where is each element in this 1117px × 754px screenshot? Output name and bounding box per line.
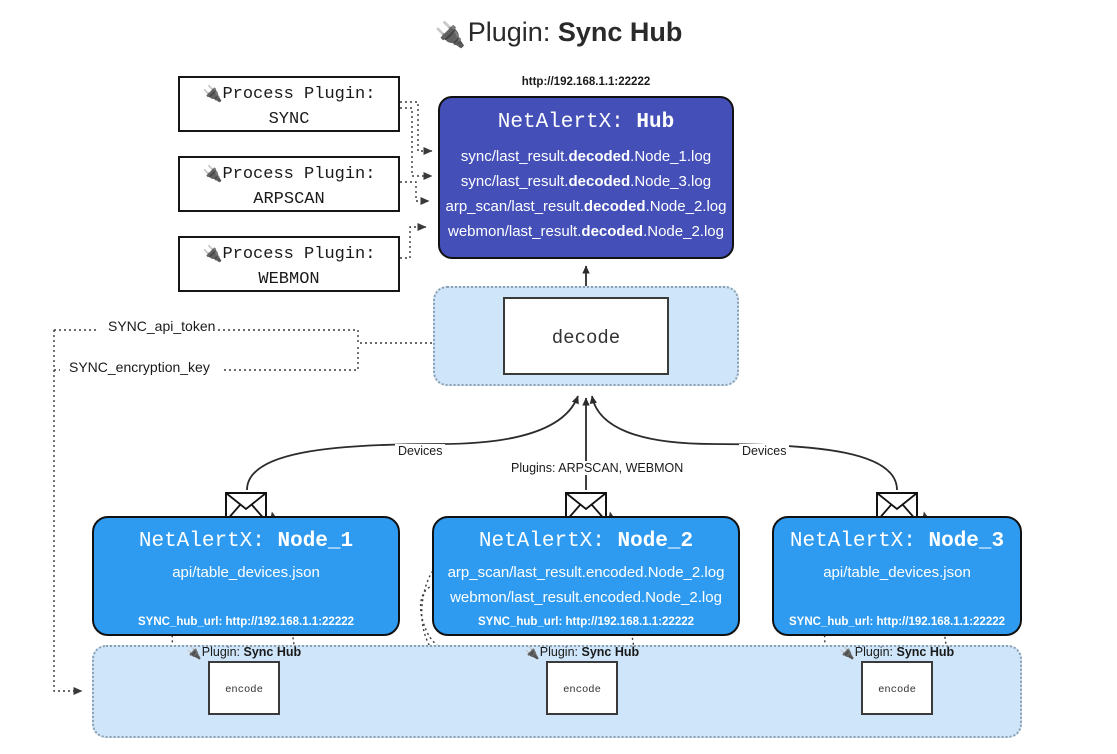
hub-log-list: sync/last_result.decoded.Node_1.log sync… — [440, 144, 732, 244]
encode-plugin-label: 🔌Plugin: Sync Hub — [524, 645, 640, 660]
node-box-node-3[interactable]: NetAlertX: Node_3 api/table_devices.json… — [772, 516, 1022, 636]
process-plugin-box-webmon[interactable]: 🔌Process Plugin: WEBMON — [178, 236, 400, 292]
process-plugin-box-arpscan[interactable]: 🔌Process Plugin: ARPSCAN — [178, 156, 400, 212]
process-plugin-line1: 🔌Process Plugin: — [202, 164, 376, 184]
encode-box[interactable]: encode — [208, 661, 280, 715]
plug-icon: 🔌 — [524, 646, 540, 660]
hub-url-label: http://192.168.1.1:22222 — [521, 76, 651, 88]
encode-plugin-label: 🔌Plugin: Sync Hub — [186, 645, 302, 660]
process-plugin-line1: 🔌Process Plugin: — [202, 244, 376, 264]
node-title: NetAlertX: Node_3 — [789, 530, 1005, 553]
label-sync-encryption-key: SYNC_encryption_key — [66, 359, 213, 375]
label-plugins-middle: Plugins: ARPSCAN, WEBMON — [508, 461, 687, 475]
plug-icon: 🔌 — [434, 21, 466, 49]
plug-icon: 🔌 — [202, 84, 223, 103]
node-title: NetAlertX: Node_2 — [478, 530, 694, 553]
node-log-list: arp_scan/last_result.encoded.Node_2.log … — [434, 560, 738, 610]
plug-icon: 🔌 — [202, 244, 223, 263]
page-title-name: Sync Hub — [557, 17, 683, 47]
process-plugin-line2: WEBMON — [258, 270, 320, 289]
process-plugin-line1: 🔌Process Plugin: — [202, 84, 376, 104]
process-plugin-line2: ARPSCAN — [253, 190, 325, 209]
encode-plugin-label: 🔌Plugin: Sync Hub — [839, 645, 955, 660]
node-log-line: webmon/last_result.encoded.Node_2.log — [450, 589, 722, 606]
node-title: NetAlertX: Node_1 — [138, 530, 354, 553]
node-hub-url: SYNC_hub_url: http://192.168.1.1:22222 — [477, 616, 695, 628]
node-hub-url: SYNC_hub_url: http://192.168.1.1:22222 — [137, 616, 355, 628]
process-plugin-line2: SYNC — [268, 110, 310, 129]
encode-box[interactable]: encode — [861, 661, 933, 715]
node-box-node-1[interactable]: NetAlertX: Node_1 api/table_devices.json… — [92, 516, 400, 636]
label-devices-right: Devices — [739, 444, 790, 458]
hub-log-line: webmon/last_result.decoded.Node_2.log — [448, 223, 724, 240]
hub-log-line: sync/last_result.decoded.Node_3.log — [460, 173, 712, 190]
plug-icon: 🔌 — [839, 646, 855, 660]
node-log-line: api/table_devices.json — [172, 564, 320, 581]
label-devices-left: Devices — [395, 444, 446, 458]
hub-log-line: sync/last_result.decoded.Node_1.log — [460, 148, 712, 165]
page-title-prefix: Plugin: — [467, 17, 551, 47]
node-hub-url: SYNC_hub_url: http://192.168.1.1:22222 — [788, 616, 1006, 628]
node-log-line: arp_scan/last_result.encoded.Node_2.log — [447, 564, 725, 581]
label-sync-api-token: SYNC_api_token — [105, 318, 219, 334]
hub-log-line: arp_scan/last_result.decoded.Node_2.log — [445, 198, 727, 215]
node-box-node-2[interactable]: NetAlertX: Node_2 arp_scan/last_result.e… — [432, 516, 740, 636]
node-log-list: api/table_devices.json — [94, 560, 398, 585]
plug-icon: 🔌 — [186, 646, 202, 660]
page-title: 🔌Plugin: Sync Hub — [0, 17, 1117, 50]
node-log-list: api/table_devices.json — [774, 560, 1020, 585]
hub-title: NetAlertX: Hub — [497, 111, 675, 134]
process-plugin-box-sync[interactable]: 🔌Process Plugin: SYNC — [178, 76, 400, 132]
decode-box[interactable]: decode — [503, 297, 669, 375]
encode-box[interactable]: encode — [546, 661, 618, 715]
node-log-line: api/table_devices.json — [823, 564, 971, 581]
plug-icon: 🔌 — [202, 164, 223, 183]
hub-node[interactable]: NetAlertX: Hub sync/last_result.decoded.… — [438, 96, 734, 259]
